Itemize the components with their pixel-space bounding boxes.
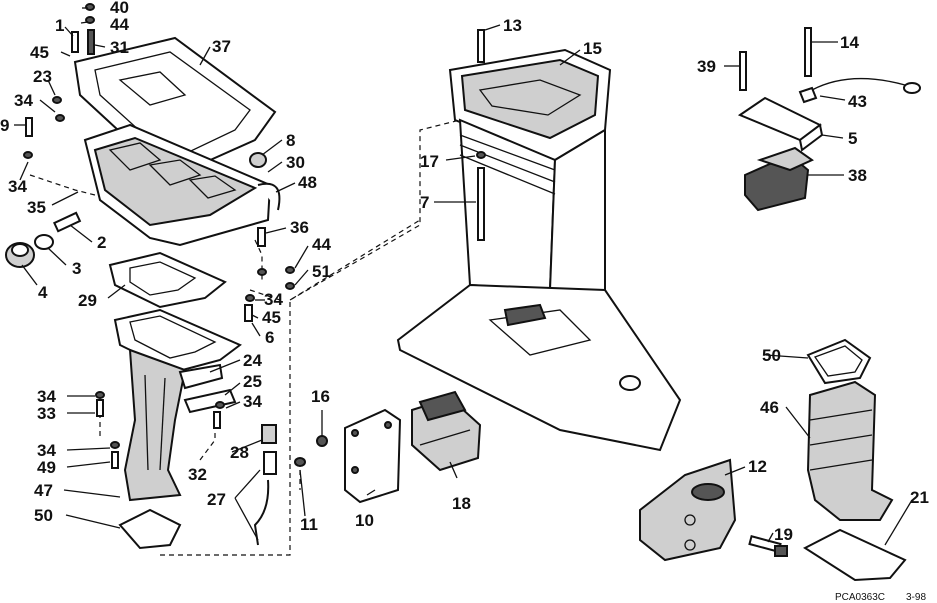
label-35: 35 (27, 198, 46, 217)
label-34-a: 34 (14, 91, 33, 110)
gasket-21 (802, 528, 907, 582)
label-37: 37 (212, 37, 231, 56)
label-50-left: 50 (34, 506, 53, 525)
label-25: 25 (243, 372, 262, 391)
label-34-e: 34 (37, 387, 56, 406)
screw-19 (748, 535, 788, 557)
label-23: 23 (33, 67, 52, 86)
label-1: 1 (55, 16, 64, 35)
callout-labels: 1 40 44 31 45 37 23 34 9 34 35 2 3 4 29 … (0, 0, 929, 544)
label-44-mid: 44 (312, 235, 331, 254)
gasket-50-right (806, 338, 872, 385)
label-32: 32 (188, 465, 207, 484)
label-30: 30 (286, 153, 305, 172)
plug-4-and-washer-3 (5, 211, 82, 268)
label-31: 31 (110, 38, 129, 57)
ground-wire-43 (798, 77, 921, 104)
label-16: 16 (311, 387, 330, 406)
label-19: 19 (774, 525, 793, 544)
stud-13-and-tube-7 (476, 29, 486, 241)
label-3: 3 (72, 259, 81, 278)
label-12: 12 (748, 457, 767, 476)
label-34-f: 34 (37, 441, 56, 460)
label-33: 33 (37, 404, 56, 423)
label-51: 51 (312, 262, 331, 281)
label-36: 36 (290, 218, 309, 237)
plate-10 (344, 408, 402, 504)
label-8: 8 (286, 131, 295, 150)
water-pump-cover-12 (639, 458, 737, 562)
label-39: 39 (697, 57, 716, 76)
label-6: 6 (265, 328, 274, 347)
small-bracket-24-25 (178, 363, 237, 414)
label-5: 5 (848, 129, 857, 148)
label-24: 24 (243, 351, 262, 370)
label-44-top: 44 (110, 15, 129, 34)
mount-18 (411, 390, 482, 472)
label-15: 15 (583, 39, 602, 58)
label-46: 46 (760, 398, 779, 417)
label-47: 47 (34, 481, 53, 500)
label-2: 2 (97, 233, 106, 252)
bracket-5 (737, 96, 824, 152)
label-48: 48 (298, 173, 317, 192)
label-28: 28 (230, 443, 249, 462)
label-7: 7 (420, 193, 429, 212)
label-49: 49 (37, 458, 56, 477)
label-34-d: 34 (243, 392, 262, 411)
label-4: 4 (38, 283, 48, 302)
label-27: 27 (207, 490, 226, 509)
seal-46 (806, 380, 894, 521)
label-14: 14 (840, 33, 859, 52)
figure-code: PCA0363C (835, 592, 885, 603)
gasket-50-left (118, 508, 182, 550)
label-17: 17 (420, 152, 439, 171)
label-29: 29 (78, 291, 97, 310)
label-34-c: 34 (264, 290, 283, 309)
leader-lines (14, 7, 913, 546)
bolts-39-14 (739, 27, 812, 91)
module-38 (744, 146, 815, 212)
label-45-top: 45 (30, 43, 49, 62)
exhaust-housing-15 (396, 48, 682, 452)
gasket-29 (108, 251, 227, 309)
label-40: 40 (110, 0, 129, 17)
label-18: 18 (452, 494, 471, 513)
hoses-27-28 (253, 424, 277, 546)
label-43: 43 (848, 92, 867, 111)
label-34-b: 34 (8, 177, 27, 196)
exhaust-tube-47 (113, 308, 242, 502)
figure-date: 3-98 (906, 592, 926, 603)
exhaust-housing-assembly (83, 123, 272, 247)
label-13: 13 (503, 16, 522, 35)
label-11: 11 (300, 515, 318, 534)
label-9: 9 (0, 116, 9, 135)
gasket-37 (73, 36, 277, 180)
label-21: 21 (910, 488, 929, 507)
label-38: 38 (848, 166, 867, 185)
small-fasteners-left (23, 3, 328, 469)
label-10: 10 (355, 511, 374, 530)
label-50-right: 50 (762, 346, 781, 365)
label-45-mid: 45 (262, 308, 281, 327)
